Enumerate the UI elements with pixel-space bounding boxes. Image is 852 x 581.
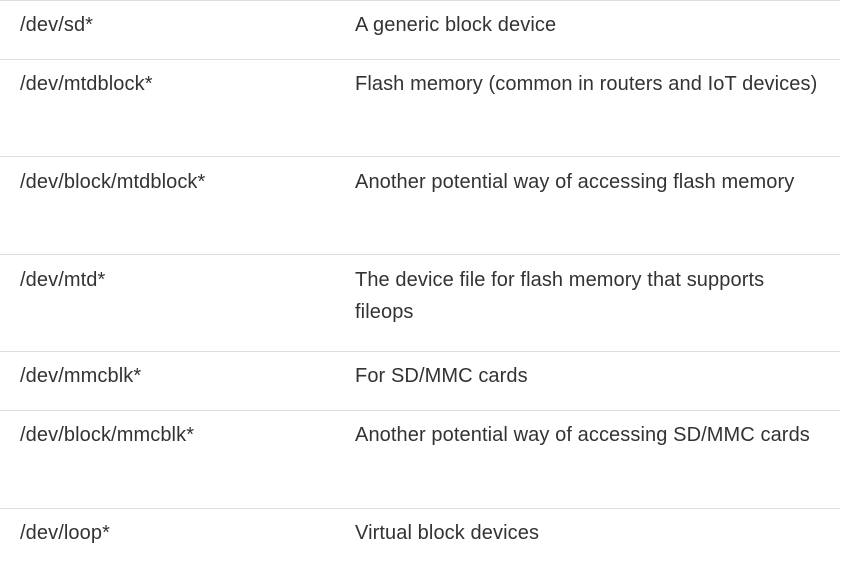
device-path-cell: /dev/mmcblk*: [20, 365, 142, 387]
device-description-cell: Another potential way of accessing SD/MM…: [355, 424, 810, 446]
device-description-cell: Flash memory (common in routers and IoT …: [355, 73, 818, 95]
table-row: /dev/mmcblk* For SD/MMC cards: [0, 352, 840, 411]
device-path-cell: /dev/mtdblock*: [20, 73, 153, 95]
table-row: /dev/block/mtdblock* Another potential w…: [0, 157, 840, 255]
device-description-cell: Another potential way of accessing flash…: [355, 171, 795, 193]
device-path-cell: /dev/sd*: [20, 14, 94, 36]
table-row: /dev/mtdblock* Flash memory (common in r…: [0, 60, 840, 157]
device-description-cell: For SD/MMC cards: [355, 365, 528, 387]
device-path-cell: /dev/block/mtdblock*: [20, 171, 206, 193]
device-description-cell: Virtual block devices: [355, 522, 540, 544]
table-row: /dev/block/mmcblk* Another potential way…: [0, 411, 840, 509]
device-path-cell: /dev/mtd*: [20, 269, 106, 291]
table-row: /dev/sd* A generic block device: [0, 1, 840, 60]
device-description-cell: A generic block device: [355, 14, 557, 36]
table-row: /dev/loop* Virtual block devices: [0, 509, 840, 574]
device-description-cell: The device file for flash memory that su…: [355, 269, 765, 323]
device-path-cell: /dev/block/mmcblk*: [20, 424, 195, 446]
device-path-cell: /dev/loop*: [20, 522, 110, 544]
device-files-table: /dev/sd* A generic block device /dev/mtd…: [0, 0, 840, 574]
table-row: /dev/mtd* The device file for flash memo…: [0, 255, 840, 352]
